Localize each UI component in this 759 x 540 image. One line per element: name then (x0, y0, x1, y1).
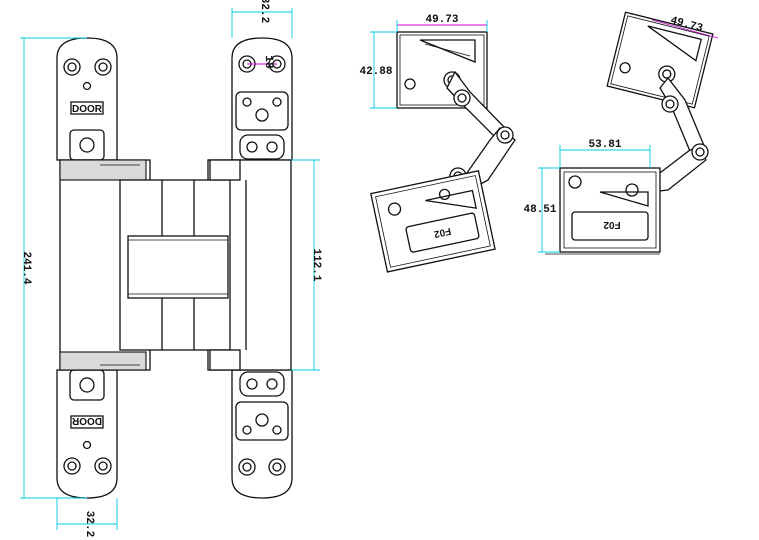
dim-body-length-text: 112.1 (310, 248, 322, 281)
dim-bottom-width: 32.2 (56, 498, 118, 537)
dim-top-width-text: 32.2 (258, 0, 270, 23)
dim-open2-offset-text: 53.81 (588, 139, 621, 151)
screw-hole-icon (94, 457, 112, 475)
pin-hole-icon (82, 440, 92, 450)
dim-open1-width-text: 49.73 (425, 14, 458, 26)
dim-body-length: 112.1 (291, 159, 322, 371)
dim-top-width: 32.2 (231, 0, 293, 38)
screw-hole-icon (63, 58, 81, 76)
front-view-left-plate: DOOR DOOR (56, 37, 118, 499)
door-label-box (70, 415, 104, 429)
door-label-bottom: DOOR (71, 415, 102, 426)
screw-hole-icon (238, 458, 256, 476)
part-code-1: F02 (432, 225, 452, 239)
dim-overall-length-text: 241.4 (20, 251, 32, 284)
dim-open2-depth-text: 48.51 (523, 204, 556, 216)
screw-hole-icon (63, 457, 81, 475)
pin-hole-icon (82, 81, 92, 91)
part-code-2: F02 (603, 219, 621, 230)
cam-screw-icon (255, 108, 269, 122)
open-view-2: F02 49.73 53.81 48.51 (523, 11, 719, 255)
dim-hole-spacing: 18 (247, 55, 277, 69)
screw-hole-icon (94, 58, 112, 76)
adjust-screw-icon (79, 137, 95, 153)
dim-overall-length: 241.4 (20, 37, 87, 499)
dim-bottom-width-text: 32.2 (83, 511, 95, 537)
open-view-1: F02 49.73 42.88 (359, 14, 516, 273)
cam-screw-icon (255, 413, 269, 427)
hinge-body (59, 159, 292, 371)
dim-open1-depth-text: 42.88 (359, 66, 392, 78)
screw-hole-icon (268, 458, 286, 476)
door-label-box (70, 101, 104, 115)
dim-hole-spacing-text: 18 (262, 55, 274, 69)
adjust-screw-icon (79, 377, 95, 393)
door-label-top: DOOR (72, 104, 103, 115)
